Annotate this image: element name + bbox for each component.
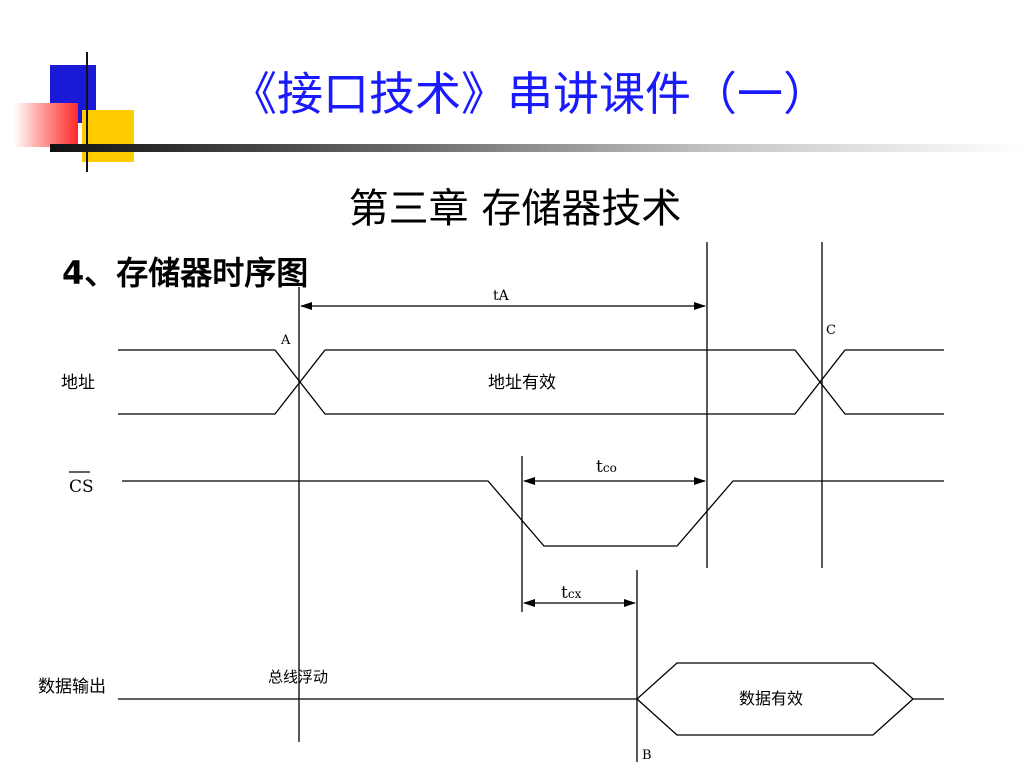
chapter-title: 第三章 存储器技术 <box>348 186 682 232</box>
logo-yellow-square <box>82 110 134 162</box>
logo-red-gradient <box>14 103 78 147</box>
data-valid-label: 数据有效 <box>739 689 803 708</box>
tco-label-sub: co <box>603 461 617 475</box>
tcx-label: tcx <box>561 583 582 603</box>
marker-label-a: A <box>280 333 291 348</box>
bus-floating-label: 总线浮动 <box>268 668 328 686</box>
address-valid-label: 地址有效 <box>488 373 556 393</box>
signal-label-data-out: 数据输出 <box>38 677 106 697</box>
tco-label-main: t <box>596 457 603 477</box>
ta-label: tA <box>493 288 510 304</box>
data-output-waveform <box>118 662 944 736</box>
signal-label-address: 地址 <box>61 373 95 393</box>
title-underline <box>50 144 1024 152</box>
tcx-label-sub: cx <box>568 587 582 601</box>
cs-waveform <box>122 480 944 547</box>
slide-title: 《接口技术》串讲课件（一） <box>231 67 829 121</box>
marker-label-b: B <box>642 748 652 763</box>
tco-label: tco <box>596 457 617 477</box>
tcx-label-main: t <box>561 583 568 603</box>
section-title: 4、存储器时序图 <box>62 254 309 292</box>
logo-vertical-line <box>86 52 88 172</box>
address-waveform <box>118 349 944 415</box>
marker-label-c: C <box>826 323 836 338</box>
signal-label-cs: CS <box>69 477 94 497</box>
